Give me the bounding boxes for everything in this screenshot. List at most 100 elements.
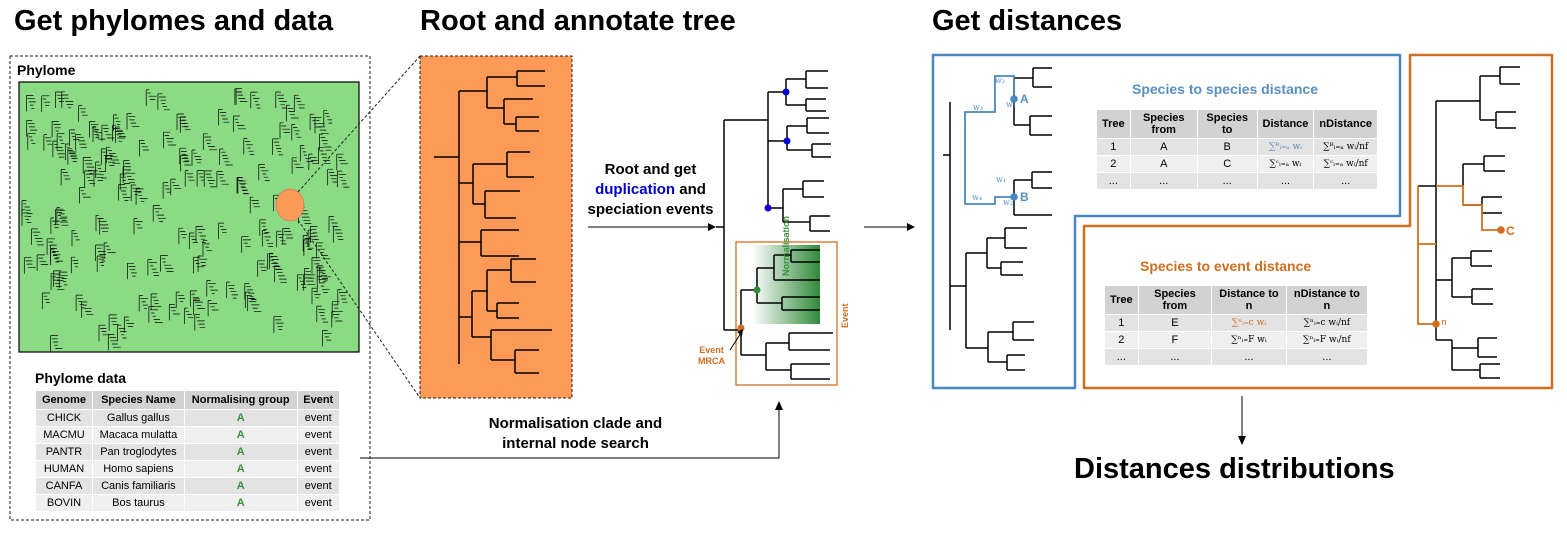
zoom-line-top [297, 55, 421, 193]
cell: Gallus gallus [91, 409, 185, 427]
col-header: nDistance [1313, 109, 1378, 139]
mini-tree [95, 161, 107, 179]
cell: A [183, 477, 298, 495]
mini-tree [336, 170, 350, 188]
tree-branch [1014, 67, 1052, 136]
node-a-label: A [1020, 92, 1029, 106]
mini-tree [162, 182, 171, 199]
mini-tree [236, 176, 249, 194]
cell: ... [1104, 348, 1139, 366]
mini-tree [55, 91, 65, 108]
tree-branch [949, 203, 967, 348]
mini-tree [130, 184, 142, 201]
col-header: Species from [1137, 285, 1213, 315]
species-distance-box [931, 53, 1402, 390]
tree-branch [1013, 171, 1052, 216]
mini-tree [257, 260, 268, 277]
mini-tree [273, 316, 284, 333]
cell: C [1196, 155, 1258, 173]
zoom-line-bottom [297, 219, 421, 399]
s2e-table: Tree Species from Distance to n nDistanc… [1104, 285, 1369, 366]
mini-tree [218, 222, 227, 240]
mini-tree [123, 160, 136, 177]
tree-branch [740, 249, 820, 355]
mini-tree [145, 89, 157, 106]
phylome-label: Phylome [17, 62, 76, 78]
event-box [735, 241, 838, 386]
mini-tree [163, 131, 177, 149]
zoom-circle [275, 188, 305, 222]
cell: 1 [1096, 138, 1131, 156]
event-mrca-label: Event MRCA [698, 345, 725, 367]
mini-tree [328, 216, 338, 233]
cell: event [296, 460, 341, 478]
mini-tree [332, 226, 344, 243]
mini-tree [331, 301, 343, 318]
mini-tree [244, 283, 257, 300]
mini-tree [219, 148, 233, 166]
phylome-data-label: Phylome data [35, 370, 127, 386]
cell: event [296, 426, 341, 444]
s2s-table: Tree Species from Species to Distance nD… [1096, 109, 1378, 190]
heading-get-phylomes: Get phylomes and data [14, 5, 334, 37]
mini-tree [193, 256, 205, 274]
mini-tree [67, 148, 78, 165]
mini-tree [100, 148, 112, 165]
mini-tree [103, 242, 116, 259]
mini-tree [311, 257, 324, 274]
mini-tree [309, 113, 322, 131]
mini-tree [107, 334, 121, 351]
tree-branch [966, 321, 1034, 371]
mini-tree [285, 104, 299, 122]
mini-tree [50, 217, 60, 234]
tree-branch [966, 227, 1027, 276]
mini-tree [188, 232, 198, 249]
tree-branch [472, 329, 552, 374]
search-line1: Normalisation clade and [488, 415, 663, 432]
col-header: Event [296, 390, 341, 410]
mini-tree [21, 209, 32, 226]
mini-tree [267, 253, 281, 270]
event-mrca-line2: MRCA [698, 356, 725, 366]
mini-tree [327, 168, 338, 186]
cell: event [296, 409, 341, 427]
tree-branch [741, 332, 833, 380]
root-step-label: Root and get duplication and speciation … [578, 160, 723, 220]
mini-tree [191, 149, 202, 166]
mini-tree [95, 214, 106, 232]
mini-tree [115, 126, 126, 143]
mini-tree [249, 196, 260, 214]
path-a-to-b [964, 75, 1015, 205]
duplication-word: duplication [595, 181, 676, 198]
mini-tree [323, 109, 333, 127]
mini-tree [56, 207, 68, 224]
mini-tree [316, 265, 328, 283]
mini-tree [31, 228, 44, 246]
w2-label: w₂ [995, 76, 1006, 85]
node-n-label: n [1441, 318, 1447, 328]
duplication-node [764, 204, 772, 212]
mini-tree [316, 305, 328, 323]
cell: A [183, 494, 298, 512]
mini-tree [175, 291, 185, 309]
event-mrca-line1: Event [699, 345, 724, 355]
mini-tree [148, 306, 163, 323]
mini-tree [203, 170, 217, 188]
search-line2: internal node search [502, 435, 649, 452]
mini-tree [319, 133, 332, 151]
tree-branch [459, 70, 545, 132]
mini-tree [79, 187, 91, 204]
mini-tree [78, 105, 88, 122]
cell: 1 [1104, 314, 1139, 332]
mini-tree [26, 120, 38, 137]
mini-tree [170, 178, 182, 196]
node-b-marker [1010, 193, 1018, 201]
mini-tree [244, 291, 257, 309]
mini-tree [147, 259, 160, 276]
tree-branch [434, 91, 460, 364]
mini-tree [43, 134, 53, 151]
mini-tree [51, 121, 61, 138]
